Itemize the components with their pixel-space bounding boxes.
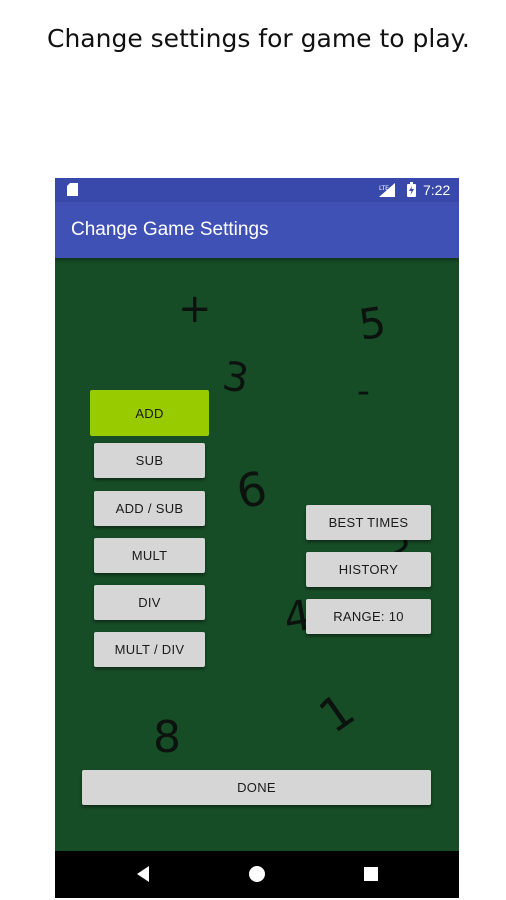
battery-icon bbox=[407, 182, 416, 197]
screen-title: Change Game Settings bbox=[71, 219, 269, 240]
svg-text:LTE: LTE bbox=[379, 185, 389, 192]
div-button[interactable]: DIV bbox=[94, 585, 205, 620]
back-icon[interactable] bbox=[135, 865, 151, 883]
sd-card-icon bbox=[67, 183, 78, 196]
deco-eight: 8 bbox=[153, 712, 181, 763]
home-icon[interactable] bbox=[248, 865, 266, 883]
history-button[interactable]: HISTORY bbox=[306, 552, 431, 587]
deco-six: 6 bbox=[231, 460, 272, 520]
deco-five: 5 bbox=[355, 297, 390, 350]
navigation-bar bbox=[55, 851, 459, 898]
recents-icon[interactable] bbox=[363, 866, 379, 882]
status-clock: 7:22 bbox=[423, 182, 451, 198]
deco-minus: - bbox=[357, 371, 370, 412]
page-caption: Change settings for game to play. bbox=[47, 24, 470, 53]
signal-icon: LTE bbox=[379, 183, 395, 197]
mult-button[interactable]: MULT bbox=[94, 538, 205, 573]
add-sub-button[interactable]: ADD / SUB bbox=[94, 491, 205, 526]
app-bar: Change Game Settings bbox=[55, 202, 459, 258]
deco-plus: + bbox=[178, 286, 212, 332]
mult-div-button[interactable]: MULT / DIV bbox=[94, 632, 205, 667]
status-bar: LTE 7:22 bbox=[55, 178, 459, 202]
done-button[interactable]: DONE bbox=[82, 770, 431, 805]
best-times-button[interactable]: BEST TIMES bbox=[306, 505, 431, 540]
range-button[interactable]: RANGE: 10 bbox=[306, 599, 431, 634]
deco-three: 3 bbox=[219, 353, 253, 403]
deco-one: 1 bbox=[309, 682, 365, 744]
sub-button[interactable]: SUB bbox=[94, 443, 205, 478]
phone-screen: LTE 7:22 Change Game Settings + 5 3 - 6 … bbox=[55, 178, 459, 898]
add-button[interactable]: ADD bbox=[90, 390, 209, 436]
